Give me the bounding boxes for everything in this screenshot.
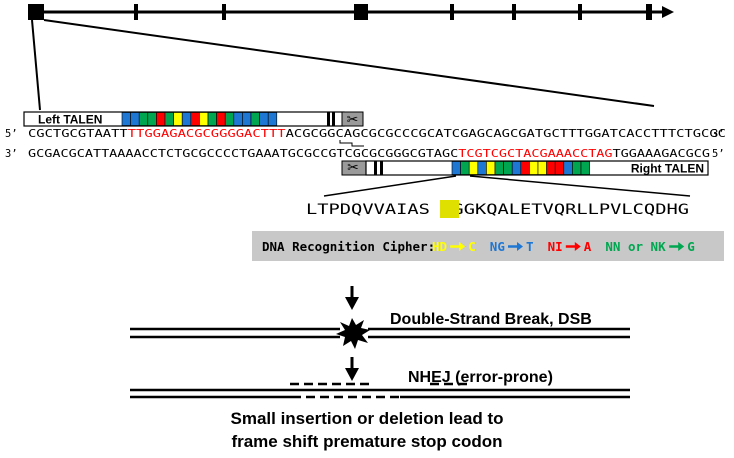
- zoom-lines: [31, 19, 655, 111]
- talen-repeat-green: [250, 112, 260, 126]
- bottom-strand: 3’ GCGACGCATTAAAACCTCTGCGCCCCTGAAATGCGCC…: [5, 148, 725, 160]
- cipher-rvd: NG: [490, 239, 505, 254]
- cipher-rvd: NN or NK: [605, 239, 666, 254]
- talen-repeat-green: [147, 112, 157, 126]
- left-talen: Left TALEN ✂: [23, 111, 364, 127]
- cipher-arrowhead-icon: [459, 242, 466, 251]
- talen-repeat-green: [580, 161, 590, 175]
- talen-repeat-yellow: [173, 112, 183, 126]
- result-line-2: frame shift premature stop codon: [231, 432, 502, 451]
- talen-repeat-green: [494, 161, 504, 175]
- cipher-arrowhead-icon: [574, 242, 581, 251]
- three-prime-end: 3’: [5, 148, 18, 160]
- exon-block: [134, 4, 138, 20]
- gene-map: [28, 4, 674, 20]
- talen-repeat-green: [138, 112, 149, 126]
- right-repeat-array: [451, 161, 590, 175]
- talen-repeat-blue: [121, 112, 131, 126]
- talen-repeat-green: [572, 161, 582, 175]
- exon-block: [450, 4, 454, 20]
- talen-repeat-blue: [130, 112, 140, 126]
- exon-block: [578, 4, 582, 20]
- scissors-icon: ✂: [347, 111, 359, 127]
- talen-repeat-green: [503, 161, 513, 175]
- five-prime-end: 5’: [5, 128, 18, 140]
- linker-bar: [327, 112, 330, 126]
- left-talen-label: Left TALEN: [38, 113, 102, 127]
- dsb-dna: [130, 318, 630, 349]
- break-burst-icon: [336, 318, 370, 349]
- talen-repeat-blue: [267, 112, 278, 126]
- cipher-rvd: HD: [432, 239, 447, 254]
- talen-repeat-red: [554, 161, 565, 175]
- talen-repeat-green: [224, 112, 235, 126]
- foki-nuclease-left: [341, 111, 364, 127]
- left-binding-site: TTGGAGACGCGGGGACTTT: [128, 128, 287, 140]
- talen-repeat-red: [190, 112, 200, 126]
- exon-block: [28, 4, 44, 20]
- left-repeat-array: [121, 112, 278, 126]
- down-arrow-icon: [345, 286, 359, 310]
- talen-repeat-red: [546, 161, 556, 175]
- talen-repeat-blue: [233, 112, 243, 126]
- talen-repeat-green: [164, 112, 174, 126]
- cipher-arrowhead-icon: [678, 242, 685, 251]
- cipher-base: C: [468, 239, 476, 254]
- cipher-base: A: [584, 239, 592, 254]
- talen-repeat-blue: [477, 161, 487, 175]
- down-arrow-icon: [345, 357, 359, 381]
- right-talen: ✂ Right TALEN: [341, 159, 709, 176]
- talen-repeat-yellow: [486, 161, 496, 175]
- talen-repeat-yellow: [537, 161, 547, 175]
- exon-block: [646, 4, 652, 20]
- linker-bar: [374, 161, 377, 175]
- cipher-background: [252, 231, 724, 261]
- result-line-1: Small insertion or deletion lead to: [231, 409, 504, 428]
- dsb-label: Double-Strand Break, DSB: [390, 311, 592, 328]
- cipher-arrowhead-icon: [517, 242, 523, 251]
- talen-repeat-blue: [451, 161, 461, 175]
- cipher-title: DNA Recognition Cipher:: [262, 239, 435, 254]
- five-prime-end: 5’: [712, 148, 725, 160]
- talen-repeat-red: [216, 112, 226, 126]
- talen-repeat-yellow: [199, 112, 209, 126]
- exon-block: [222, 4, 226, 20]
- cut-site: [339, 140, 364, 147]
- nhej-label: NHEJ (error-prone): [408, 369, 553, 386]
- talen-repeat-yellow: [468, 161, 479, 175]
- talen-repeat-blue: [181, 112, 192, 126]
- cipher-rvd: NI: [548, 239, 563, 254]
- talen-repeat-yellow: [529, 161, 539, 175]
- talen-repeat-green: [460, 161, 470, 175]
- exon-block: [512, 4, 516, 20]
- cipher-rules: HD C NG T NI A NN or NK G: [432, 239, 695, 254]
- scissors-icon: ✂: [347, 159, 359, 175]
- gene-arrow-icon: [662, 6, 674, 18]
- talen-repeat-blue: [511, 161, 522, 175]
- talen-repeat-red: [520, 161, 530, 175]
- talen-repeat-green: [207, 112, 217, 126]
- linker-bar: [380, 161, 383, 175]
- talen-repeat-red: [156, 112, 166, 126]
- repeat-zoom-lines: [323, 175, 691, 197]
- exon-block: [354, 4, 368, 20]
- cipher-base: T: [526, 239, 534, 254]
- cipher-base: G: [687, 239, 695, 254]
- bottom-strand-seq: GCGACGCATTAAAACCTCTGCGCCCCTGAAATGCGCCGTC…: [28, 148, 710, 160]
- right-binding-site: TCGTCGCTACGAAACCTAG: [458, 148, 612, 160]
- talen-repeat-blue: [259, 112, 269, 126]
- three-prime-end: 3’: [712, 128, 725, 140]
- linker-bar: [332, 112, 335, 126]
- nhej-dna: [130, 382, 630, 399]
- right-talen-label: Right TALEN: [631, 162, 704, 176]
- talen-repeat-blue: [242, 112, 252, 126]
- cipher-box: DNA Recognition Cipher: HD C NG T NI A NN or N…: [252, 231, 724, 261]
- rvd-highlight-box: [440, 200, 459, 218]
- talen-repeat-blue: [563, 161, 573, 175]
